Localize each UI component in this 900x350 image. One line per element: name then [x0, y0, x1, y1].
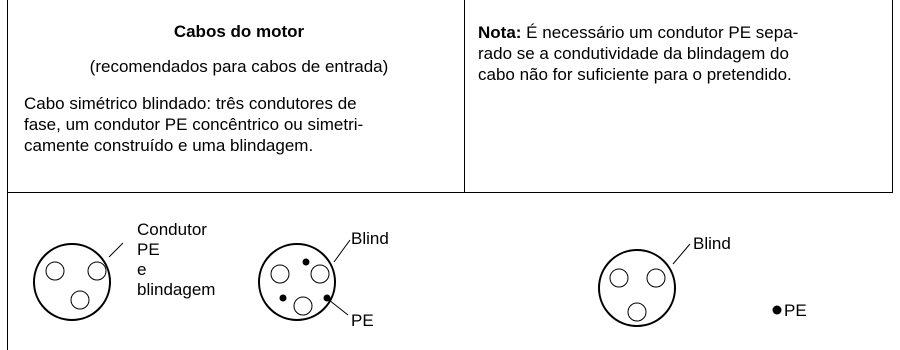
- label-line: PE: [137, 240, 160, 259]
- leader-line: [108, 242, 124, 258]
- leader-line: [333, 239, 351, 263]
- leader-line: [328, 299, 349, 316]
- label-line: Condutor: [137, 220, 207, 239]
- pe-label: PE: [351, 311, 374, 330]
- motor-cables-subtitle: (recomendados para cabos de entrada): [89, 57, 389, 76]
- phase-conductor: [627, 302, 647, 322]
- pe-conductor-dot: [279, 294, 287, 302]
- description-line: fase, um condutor PE concêntrico ou sime…: [24, 115, 364, 134]
- cable-symmetrical-pe-diagram: [258, 239, 351, 321]
- pe-conductor-dot: [323, 294, 331, 302]
- leader-line: [672, 243, 691, 265]
- phase-conductor: [310, 264, 330, 284]
- motor-cables-description: Cabo simétrico blindado: três condutores…: [24, 93, 444, 156]
- description-line: camente construído e uma blindagem.: [24, 136, 314, 155]
- pe-label: PE: [784, 301, 807, 320]
- note-line: Nota: É necessário um condutor PE sepa-: [478, 22, 878, 43]
- cable-separate-pe-diagram: [598, 243, 782, 327]
- pe-conductor-dot: [772, 305, 782, 315]
- left-border: [7, 0, 8, 350]
- concentric-pe-label: Condutor PE e blindagem: [137, 220, 215, 300]
- phase-conductor: [45, 261, 65, 281]
- cable-outer-sheath: [598, 249, 676, 327]
- cable-outer-sheath: [33, 243, 111, 321]
- shield-label: Blind: [693, 234, 731, 253]
- motor-cables-section: Cabos do motor (recomendados para cabos …: [24, 22, 454, 156]
- note-text: É necessário um condutor PE sepa-: [521, 23, 799, 42]
- right-border: [892, 0, 893, 192]
- label-line: blindagem: [137, 280, 216, 299]
- pe-conductor-dot: [302, 258, 310, 266]
- description-line: Cabo simétrico blindado: três condutores…: [24, 94, 357, 113]
- label-line: e: [137, 260, 147, 279]
- shield-label: Blind: [351, 229, 389, 248]
- column-divider: [464, 0, 465, 192]
- note-section: Nota: É necessário um condutor PE sepa- …: [478, 22, 878, 85]
- phase-conductor: [270, 264, 290, 284]
- note-label: Nota:: [478, 23, 522, 42]
- section-divider: [7, 192, 893, 193]
- phase-conductor: [70, 290, 90, 310]
- note-line: cabo não for suficiente para o pretendid…: [478, 65, 792, 84]
- cable-outer-sheath: [258, 243, 336, 321]
- phase-conductor: [293, 296, 313, 316]
- phase-conductor: [87, 261, 107, 281]
- phase-conductor: [609, 268, 629, 288]
- phase-conductor: [646, 268, 666, 288]
- cable-concentric-pe-diagram: [33, 242, 124, 321]
- motor-cables-title: Cabos do motor: [173, 22, 305, 41]
- note-line: rado se a condutividade da blindagem do: [478, 44, 789, 63]
